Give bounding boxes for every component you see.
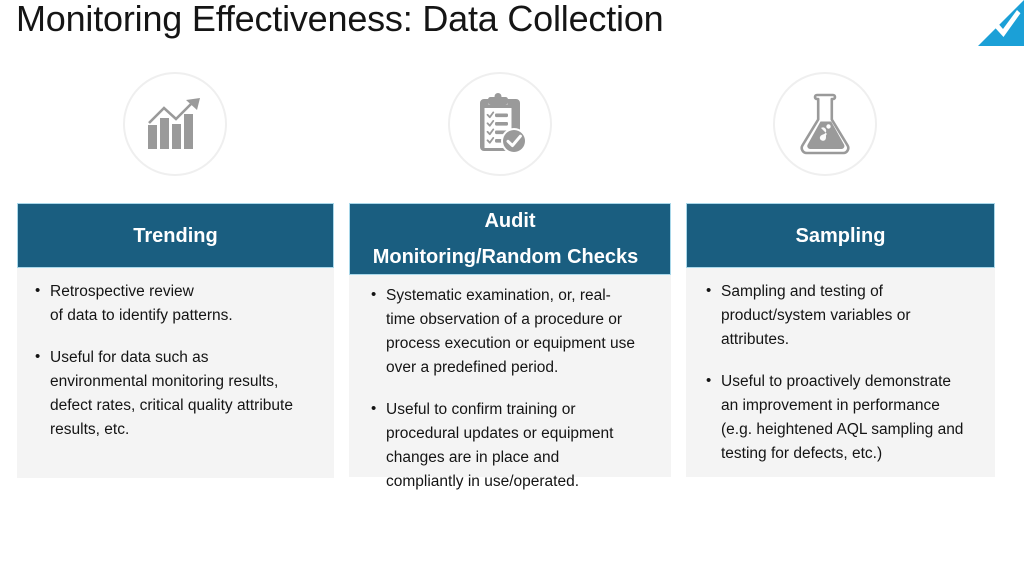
column-card-audit: Audit Monitoring/Random Checks Systemati…: [349, 203, 671, 490]
column-card-sampling: Sampling Sampling and testing of product…: [686, 203, 995, 477]
column-body-audit: Systematic examination, or, real- time o…: [349, 275, 671, 504]
erlenmeyer-flask-icon: [799, 93, 851, 155]
column-header-sampling: Sampling: [686, 203, 995, 268]
check-mark-logo: [956, 0, 1024, 46]
icon-circle-audit: [448, 72, 552, 176]
list-item: Useful for data such as environmental mo…: [33, 345, 326, 442]
bullet-line: procedural updates or equipment: [386, 425, 614, 442]
bullet-line: Sampling and testing of: [721, 283, 883, 300]
column-card-trending: Trending Retrospective review of data to…: [17, 203, 334, 478]
bullet-line: time observation of a procedure or: [386, 311, 623, 328]
bullet-line: results, etc.: [50, 421, 130, 438]
column-header-line-2: Monitoring/Random Checks: [372, 246, 639, 268]
bullet-line: Retrospective review: [50, 283, 194, 300]
bullet-line: process execution or equipment use: [386, 335, 636, 352]
bullet-line: over a predefined period.: [386, 359, 559, 376]
bullet-line: compliantly in use/operated.: [386, 473, 580, 490]
bullet-line: product/system variables or: [721, 307, 911, 324]
column-body-sampling: Sampling and testing of product/system v…: [686, 268, 995, 476]
column-header-line-1: Sampling: [795, 224, 886, 247]
list-item: Sampling and testing of product/system v…: [704, 279, 987, 352]
bar-chart-trend-up-icon: [146, 97, 204, 151]
bullet-line: testing for defects, etc.): [721, 445, 883, 462]
bullet-line: defect rates, critical quality attribute: [50, 397, 293, 414]
bullet-line: attributes.: [721, 331, 790, 348]
list-item: Useful to confirm training or procedural…: [369, 397, 661, 494]
bullet-line: of data to identify patterns.: [50, 307, 233, 324]
icon-circle-sampling: [773, 72, 877, 176]
clipboard-checklist-icon: [472, 93, 528, 155]
column-header-line-1: Trending: [133, 224, 218, 247]
bullet-line: (e.g. heightened AQL sampling and: [721, 421, 964, 438]
column-header-trending: Trending: [17, 203, 334, 268]
bullet-line: Useful to proactively demonstrate: [721, 373, 952, 390]
bullet-line: Useful for data such as: [50, 349, 209, 366]
list-item: Retrospective review of data to identify…: [33, 279, 326, 328]
column-header-audit: Audit Monitoring/Random Checks: [349, 203, 671, 275]
column-header-line-1: Audit: [484, 210, 536, 232]
list-item: Systematic examination, or, real- time o…: [369, 283, 661, 380]
bullet-line: environmental monitoring results,: [50, 373, 279, 390]
bullet-line: an improvement in performance: [721, 397, 940, 414]
bullet-line: changes are in place and: [386, 449, 560, 466]
bullet-line: Systematic examination, or, real-: [386, 287, 611, 304]
bullet-line: Useful to confirm training or: [386, 401, 576, 418]
page-title: Monitoring Effectiveness: Data Collectio…: [16, 0, 664, 39]
list-item: Useful to proactively demonstrate an imp…: [704, 369, 987, 466]
icon-row: [0, 72, 1024, 180]
column-body-trending: Retrospective review of data to identify…: [17, 268, 334, 452]
icon-circle-trending: [123, 72, 227, 176]
